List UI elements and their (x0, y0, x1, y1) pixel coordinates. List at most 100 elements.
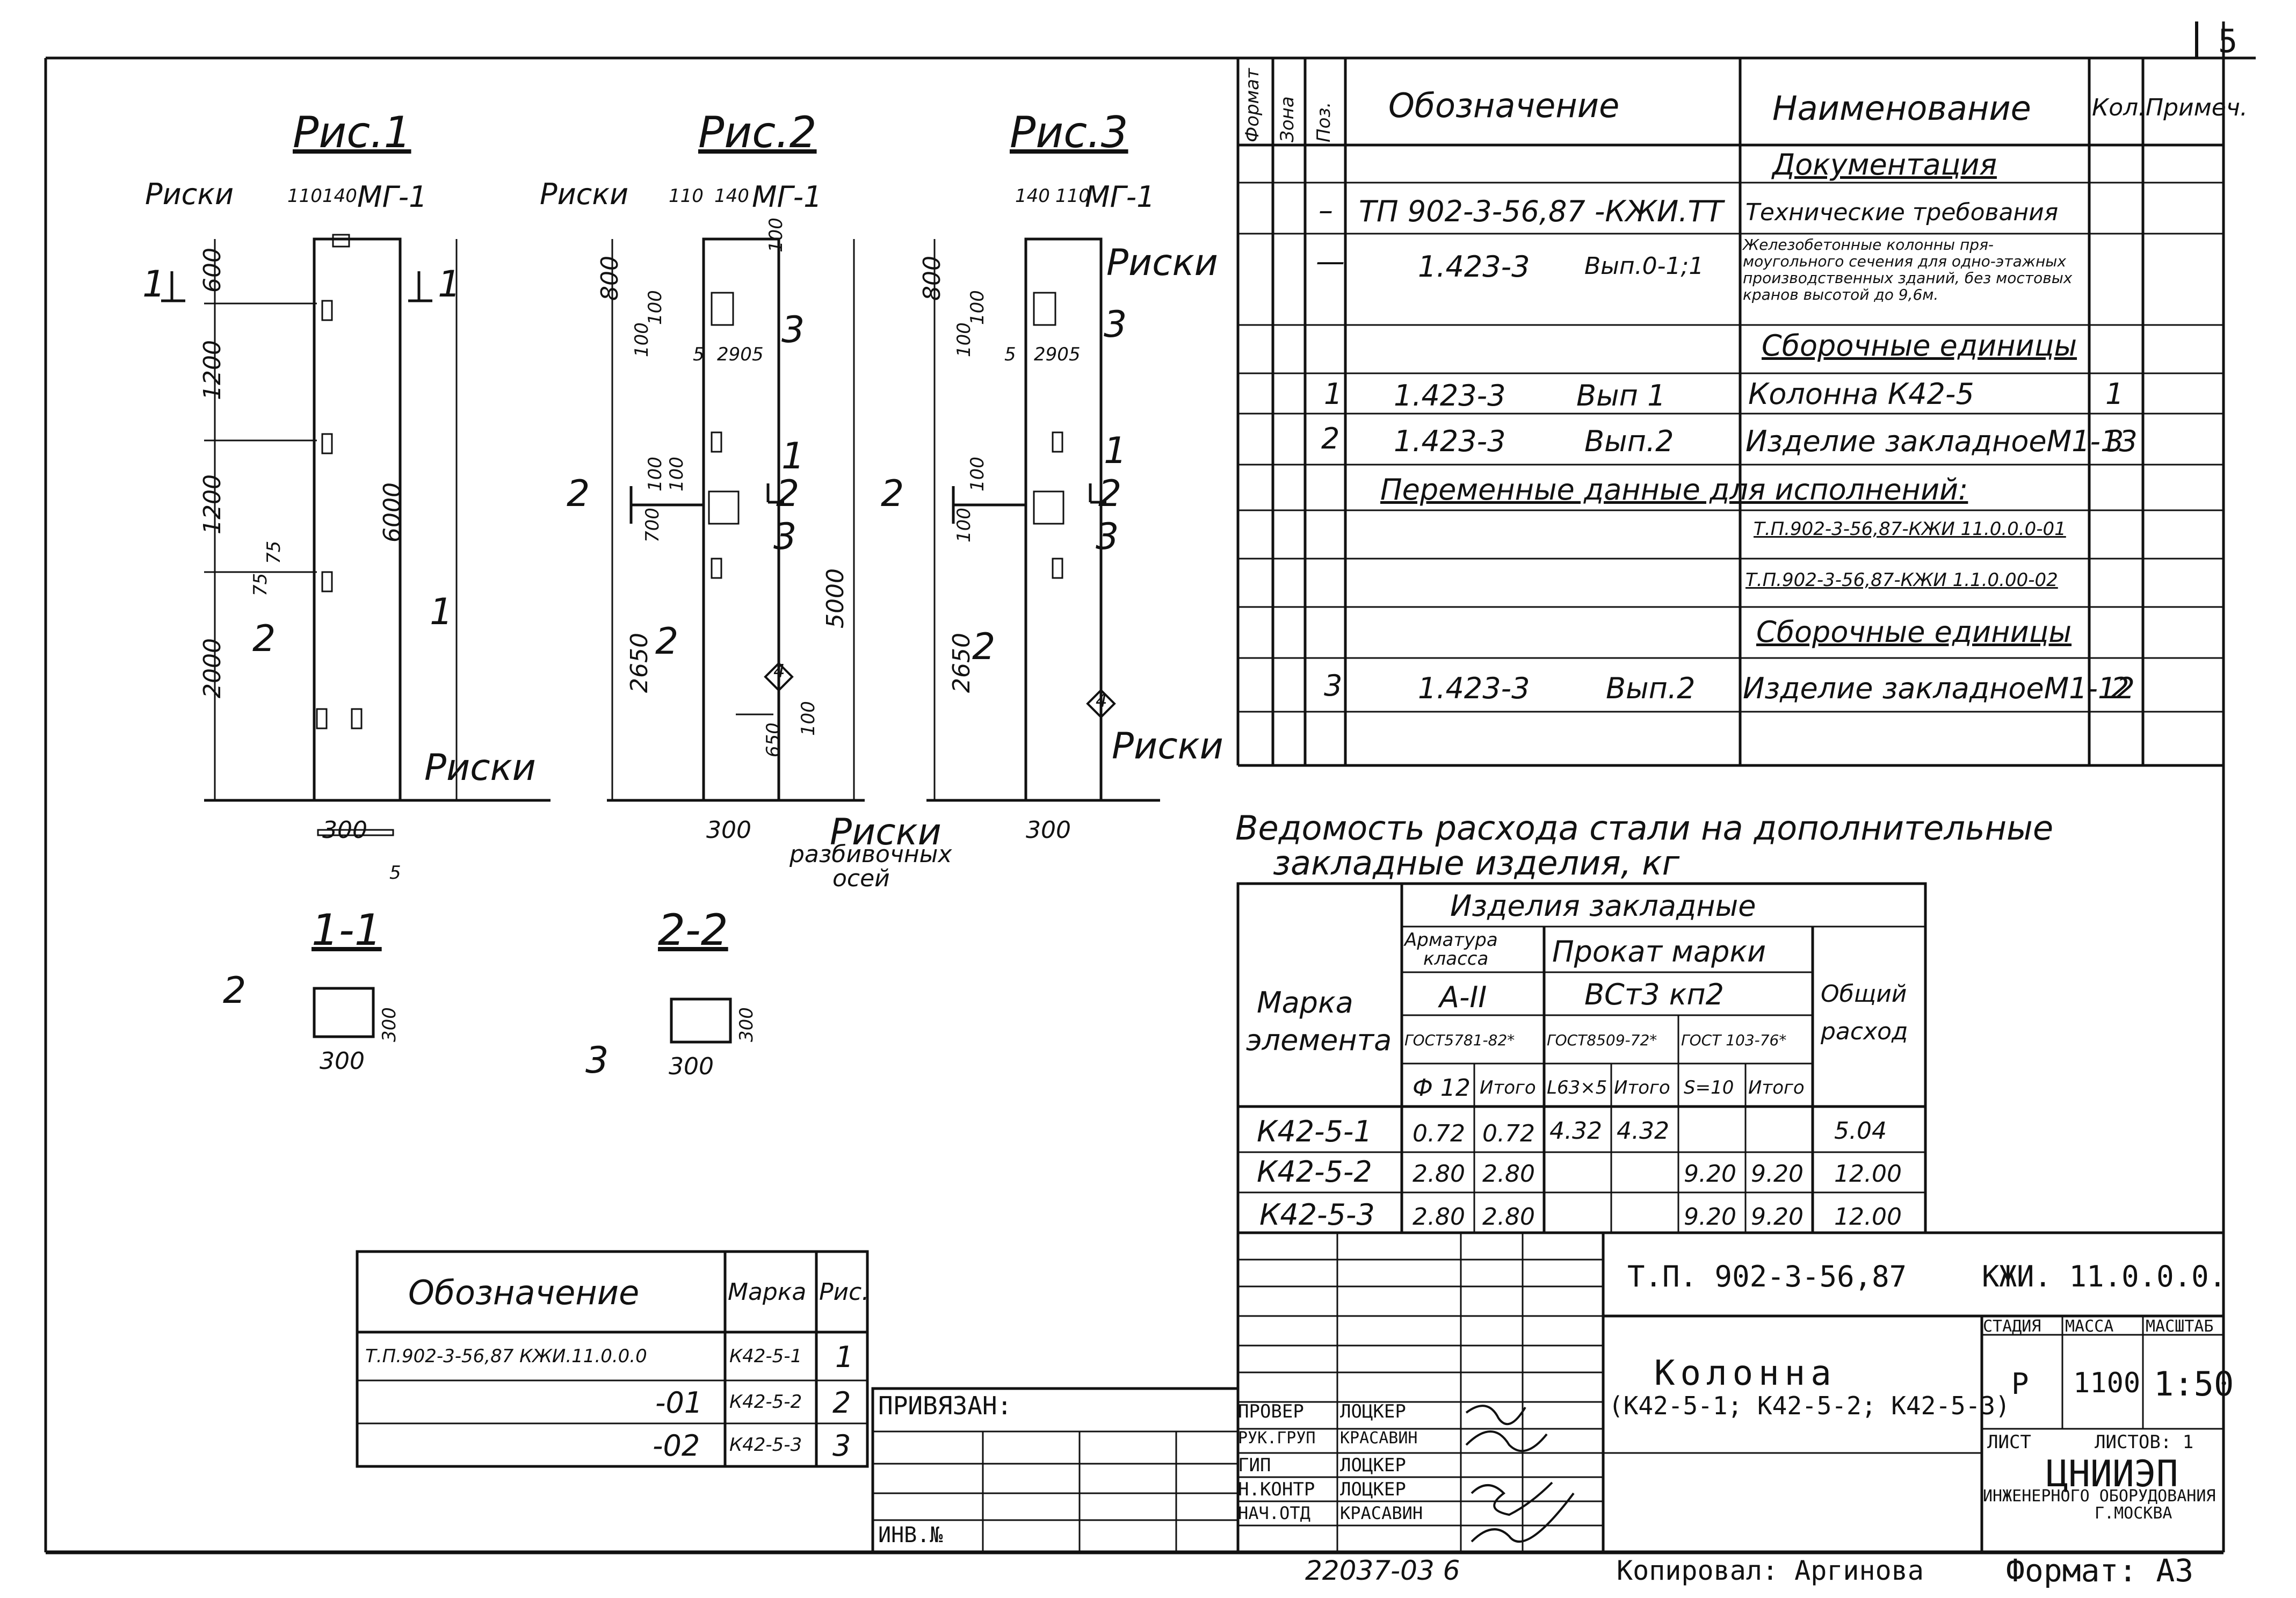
spec-row4-qty: 1 (2105, 377, 2124, 411)
spec-row7-name: Т.П.902-3-56,87-КЖИ 11.0.0.0-01 (1754, 518, 2066, 540)
exec-h-fig: Рис. (819, 1278, 870, 1306)
steel-title-1: Ведомость расхода стали на дополнительны… (1235, 808, 2054, 848)
steel-row3-v1: 2.80 (1482, 1203, 1535, 1231)
fig2-axes-label-1: разбивочных (790, 841, 952, 868)
steel-h-rolled: Прокат марки (1552, 935, 1766, 968)
title-h-scale: МАСШТАБ (2146, 1317, 2214, 1336)
steel-h-sub-5: Итого (1748, 1077, 1805, 1098)
spec-row1-name: Технические требования (1745, 199, 2059, 226)
fig2-dim-2650: 2650 (626, 633, 653, 693)
title-h-mass: МАССА (2065, 1317, 2114, 1336)
spec-row5-name: Изделие закладноеМ1-13 (1745, 424, 2138, 458)
fig2-risks-top: Риски (540, 177, 629, 211)
steel-h-mark-2: элемента (1246, 1023, 1392, 1057)
title-name-2: (К42-5-1; К42-5-2; К42-5-3) (1609, 1391, 2010, 1420)
fig1-width: 300 (322, 816, 367, 844)
steel-row2-v0: 2.80 (1413, 1160, 1465, 1188)
fig3-section-mark-right: 2 (1098, 473, 1122, 515)
fig2-dim-100c: 100 (644, 457, 666, 491)
staff-role-2: ГИП (1238, 1455, 1271, 1476)
steel-h-total-1: Общий (1821, 980, 1907, 1008)
fig2-width: 300 (706, 816, 751, 844)
title-org-1: ЦНИИЭП (2046, 1453, 2178, 1495)
fig3-dim-140: 140 (1015, 185, 1050, 207)
fig3-title: Рис.3 (1010, 107, 1128, 157)
spec-row5-designation: 1.423-3 (1394, 424, 1506, 458)
fig3-dim-100b: 100 (953, 322, 975, 357)
steel-row2-v1: 2.80 (1482, 1160, 1535, 1188)
fig1-dim-110: 110 (287, 185, 322, 207)
steel-row2-v4: 9.20 (1684, 1160, 1736, 1188)
spec-table-grid (1236, 58, 2223, 767)
fig2-mark: МГ-1 (752, 180, 822, 214)
spec-row10-designation2: Вып.2 (1606, 671, 1696, 705)
fig2-dim-800: 800 (596, 256, 624, 301)
steel-row3-v5: 9.20 (1751, 1203, 1804, 1231)
signature-4 (1471, 1492, 1575, 1543)
steel-row3-total: 12.00 (1834, 1203, 1902, 1231)
fig2-dim-140: 140 (714, 185, 749, 207)
fig1-title: Рис.1 (293, 107, 411, 157)
fig1-dim-75b: 75 (263, 540, 285, 564)
exec-row3-mark: К42-5-3 (729, 1434, 802, 1456)
fig3-dim-110: 110 (1055, 185, 1090, 207)
exec-row2-designation: -01 (655, 1386, 703, 1420)
steel-h-total-2: расход (1821, 1018, 1908, 1045)
fig1-dim-140: 140 (322, 185, 357, 207)
spec-row4-name: Колонна К42-5 (1748, 377, 1974, 411)
sec22-dim-w: 300 (669, 1053, 714, 1080)
fig1-pos-1: 1 (430, 591, 453, 633)
sec22-dim-h: 300 (736, 1007, 757, 1042)
fig1-diamond: 5 (389, 862, 401, 884)
title-scale: 1:50 (2154, 1364, 2234, 1404)
sec22-title: 2-2 (658, 905, 728, 955)
spec-h-format: Формат (1242, 68, 1263, 142)
fig2-title: Рис.2 (698, 107, 817, 157)
spec-h-name: Наименование (1772, 89, 2031, 128)
spec-row10-name: Изделие закладноеМ1-12 (1743, 671, 2135, 705)
steel-h-sub-3: Итого (1614, 1077, 1670, 1098)
fig2-risks-bottom: Риски (830, 811, 941, 854)
steel-row1-v0: 0.72 (1413, 1120, 1465, 1147)
fig2-dim-5a: 5 (693, 344, 705, 365)
binding-label: ПРИВЯЗАН: (878, 1391, 1012, 1420)
fig3-dim-5a: 5 (1004, 344, 1016, 365)
steel-row3-mark: К42-5-3 (1259, 1198, 1375, 1232)
exec-row1-designation: Т.П.902-3-56,87 КЖИ.11.0.0.0 (365, 1346, 647, 1367)
fig2-pos-2: 2 (655, 620, 679, 663)
spec-row8-name: Т.П.902-3-56,87-КЖИ 1.1.0.00-02 (1745, 569, 2058, 591)
fig2-pos-3b: 3 (773, 516, 797, 558)
fig2-dim-290: 290 (717, 344, 752, 365)
title-project: Т.П. 902-3-56,87 (1627, 1260, 1907, 1293)
fig3-pos-1: 1 (1104, 430, 1127, 472)
fig2-pos-3a: 3 (781, 309, 805, 351)
title-mass: 1100 (2073, 1367, 2141, 1399)
steel-table-grid (1236, 882, 1927, 1234)
spec-row2-designation: 1.423-3 (1418, 250, 1530, 284)
binding-block-grid (871, 1387, 1240, 1554)
fig1-risks-top: Риски (145, 177, 234, 211)
fig2-pos-1: 1 (781, 435, 805, 478)
fig2-section-mark-left: 2 (567, 473, 590, 515)
footer-copied: Копировал: Аргинова (1617, 1555, 1924, 1586)
fig3-dim-100a: 100 (967, 290, 988, 325)
fig3-pos-2: 2 (972, 626, 996, 668)
fig3-section-mark-left: 2 (881, 473, 904, 515)
exec-row1-mark: К42-5-1 (729, 1346, 802, 1367)
steel-h-sub-1: Итого (1480, 1077, 1536, 1098)
steel-row1-v1: 0.72 (1482, 1120, 1535, 1147)
steel-h-sub-4: S=10 (1684, 1077, 1734, 1098)
fig3-risks-bottom: Риски (1112, 725, 1223, 768)
spec-row10-pos: 3 (1324, 669, 1343, 703)
spec-row5-pos: 2 (1321, 422, 1340, 455)
sec11-pos: 2 (223, 970, 247, 1012)
fig2-dim-110: 110 (669, 185, 704, 207)
fig2-dim-100b: 100 (631, 322, 653, 357)
spec-row-variable: Переменные данные для исполнений: (1380, 473, 1968, 507)
steel-h-products: Изделия закладные (1450, 889, 1756, 923)
fig1-section-mark-left: 1 (142, 263, 166, 306)
spec-row5-designation2: Вып.2 (1584, 424, 1674, 458)
fig2-dim-5000: 5000 (822, 568, 849, 628)
fig1-dim-600: 600 (199, 248, 226, 293)
